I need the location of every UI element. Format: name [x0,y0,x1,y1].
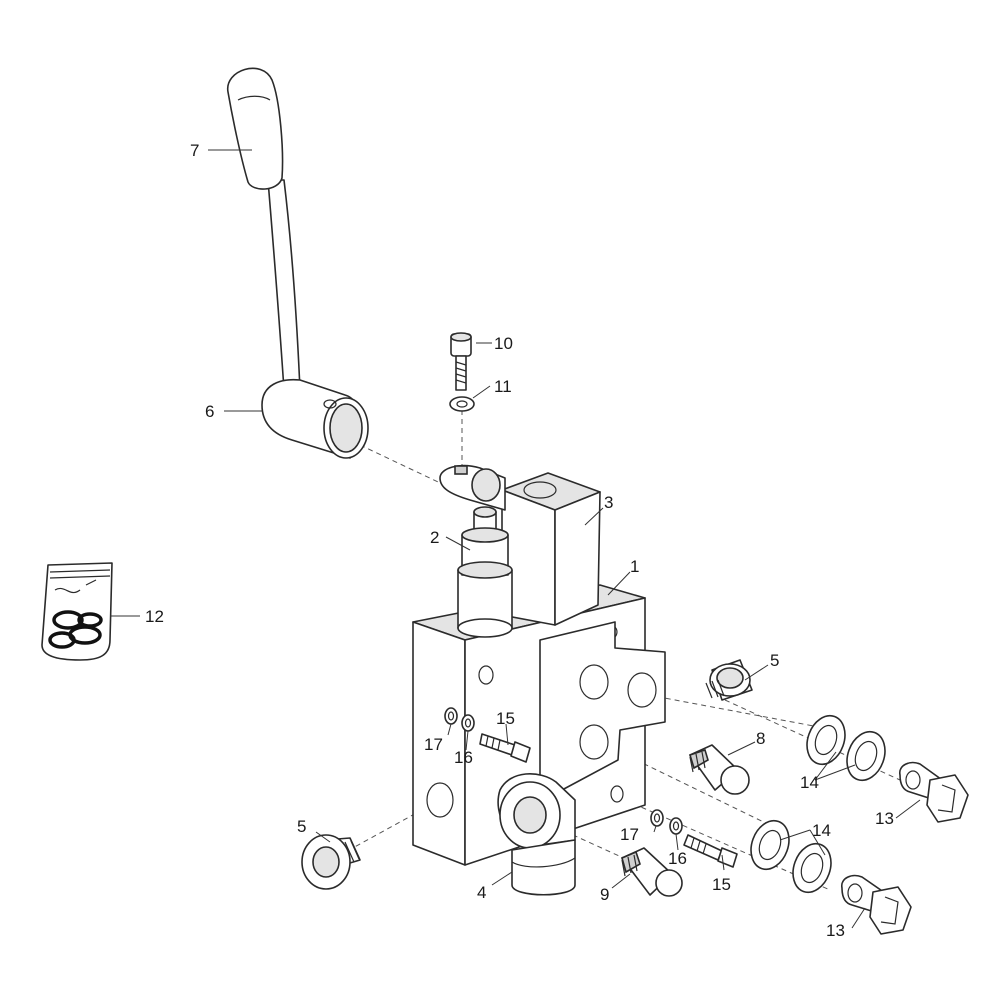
fitting-9 [621,847,683,897]
plug-5-left [301,834,361,890]
callout-5-left: 5 [297,817,306,836]
callout-2: 2 [430,528,439,547]
banjo-bolt-13-lower [841,874,912,935]
washers-16-17-right [650,809,683,835]
port-boss [497,773,576,849]
callout-1: 1 [630,557,639,576]
spool [457,506,513,638]
washer-11 [449,396,475,412]
callout-5-right: 5 [770,651,779,670]
control-head [439,464,506,511]
callout-16-left: 16 [454,748,473,767]
seal-kit-bag [41,562,113,661]
callout-14-lower: 14 [812,821,831,840]
screw-10 [450,332,472,391]
lever-handle [227,67,301,391]
callout-8: 8 [756,729,765,748]
callout-13-upper: 13 [875,809,894,828]
callout-12: 12 [145,607,164,626]
callout-labels: 7 6 10 11 12 2 3 1 5 8 14 14 13 13 15 15… [145,141,894,940]
callout-3: 3 [604,493,613,512]
bolt-15-lower [683,834,738,868]
callout-13-lower: 13 [826,921,845,940]
bottom-cylinder [511,839,576,896]
leader-lines [110,149,921,929]
callout-11: 11 [494,377,512,396]
lever-sleeve [261,378,369,459]
callout-7: 7 [190,141,199,160]
callout-16-right: 16 [668,849,687,868]
banjo-bolt-13-upper [899,761,969,823]
bolt-15-upper [479,733,531,763]
callout-9: 9 [600,885,609,904]
upper-block [501,472,601,626]
callout-15-upper: 15 [496,709,515,728]
seal-rings-14 [750,714,886,894]
callout-15-lower: 15 [712,875,731,894]
plug-5-right [705,659,753,701]
callout-6: 6 [205,402,214,421]
callout-4: 4 [477,883,486,902]
callout-17-left: 17 [424,735,443,754]
fitting-8 [689,744,750,795]
callout-17-right: 17 [620,825,639,844]
callout-10: 10 [494,334,513,353]
callout-14-upper: 14 [800,773,819,792]
